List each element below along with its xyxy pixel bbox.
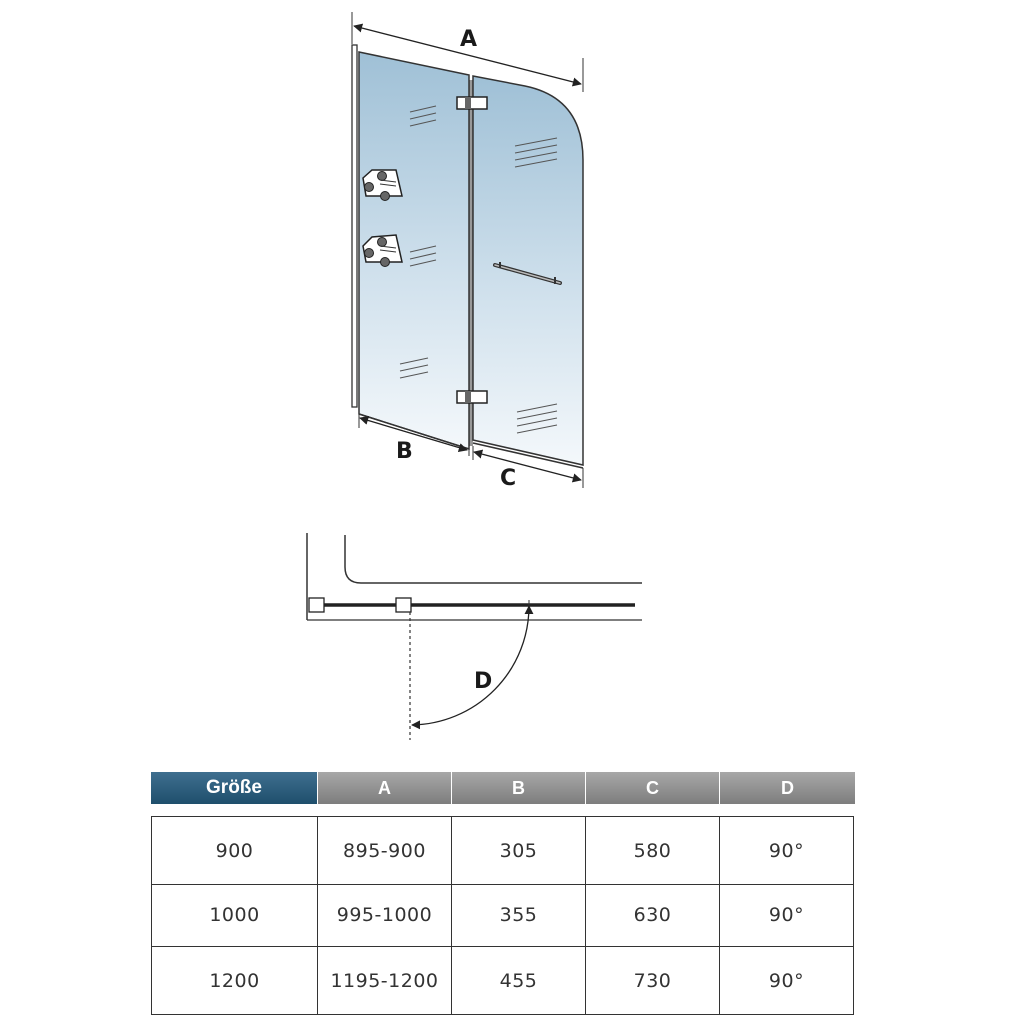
cell-size: 1200 <box>209 970 260 992</box>
header-b: B <box>451 772 585 804</box>
cell-size: 900 <box>215 840 254 862</box>
panel-hinge-top <box>456 96 488 110</box>
cell-d: 90° <box>719 947 853 1014</box>
cell-c: 630 <box>585 885 719 946</box>
cell-a: 895-900 <box>317 817 451 884</box>
cell-c: 580 <box>585 817 719 884</box>
header-c: C <box>585 772 719 804</box>
table-row: 900 895-900 305 580 90° <box>152 817 853 884</box>
dimension-a: A <box>351 12 584 92</box>
table-row: 1000 995-1000 355 630 90° <box>152 884 853 946</box>
swing-glass-panel <box>472 75 584 466</box>
table-row: 1200 1195-1200 455 730 90° <box>152 946 853 1014</box>
table-header: Größe A B C D <box>151 772 855 804</box>
cell-a: 995-1000 <box>317 885 451 946</box>
wall-profile <box>351 44 358 408</box>
dimension-c-label: C <box>500 466 516 491</box>
top-view: D <box>306 533 642 740</box>
cell-a: 1195-1200 <box>317 947 451 1014</box>
cell-b: 355 <box>451 885 585 946</box>
cell-d: 90° <box>719 817 853 884</box>
towel-bar <box>493 262 562 285</box>
panel-hinge-bottom <box>456 390 488 404</box>
panel-hinge-box <box>395 597 412 613</box>
cell-b: 305 <box>451 817 585 884</box>
size-table: Größe A B C D 900 895-900 305 580 90° 10… <box>151 772 855 1015</box>
bathtub-outline <box>344 535 642 584</box>
wall-hinge-bottom <box>362 234 403 267</box>
dimension-b: B <box>358 414 470 464</box>
cell-d: 90° <box>719 885 853 946</box>
glass-reflections <box>399 105 558 434</box>
dimension-a-label: A <box>460 27 477 52</box>
table-body: 900 895-900 305 580 90° 1000 995-1000 35… <box>151 816 854 1015</box>
header-a: A <box>317 772 451 804</box>
swing-arc <box>411 605 534 730</box>
front-view: A B C <box>351 12 584 491</box>
cell-b: 455 <box>451 947 585 1014</box>
header-size: Größe <box>151 772 317 804</box>
dimension-c: C <box>472 446 584 491</box>
dimension-d-label: D <box>474 669 492 694</box>
cell-size: 1000 <box>209 904 260 926</box>
cell-c: 730 <box>585 947 719 1014</box>
header-d: D <box>719 772 855 804</box>
wall-hinge-box <box>308 597 325 613</box>
dimension-b-label: B <box>396 439 413 464</box>
wall-hinge-top <box>362 169 403 201</box>
